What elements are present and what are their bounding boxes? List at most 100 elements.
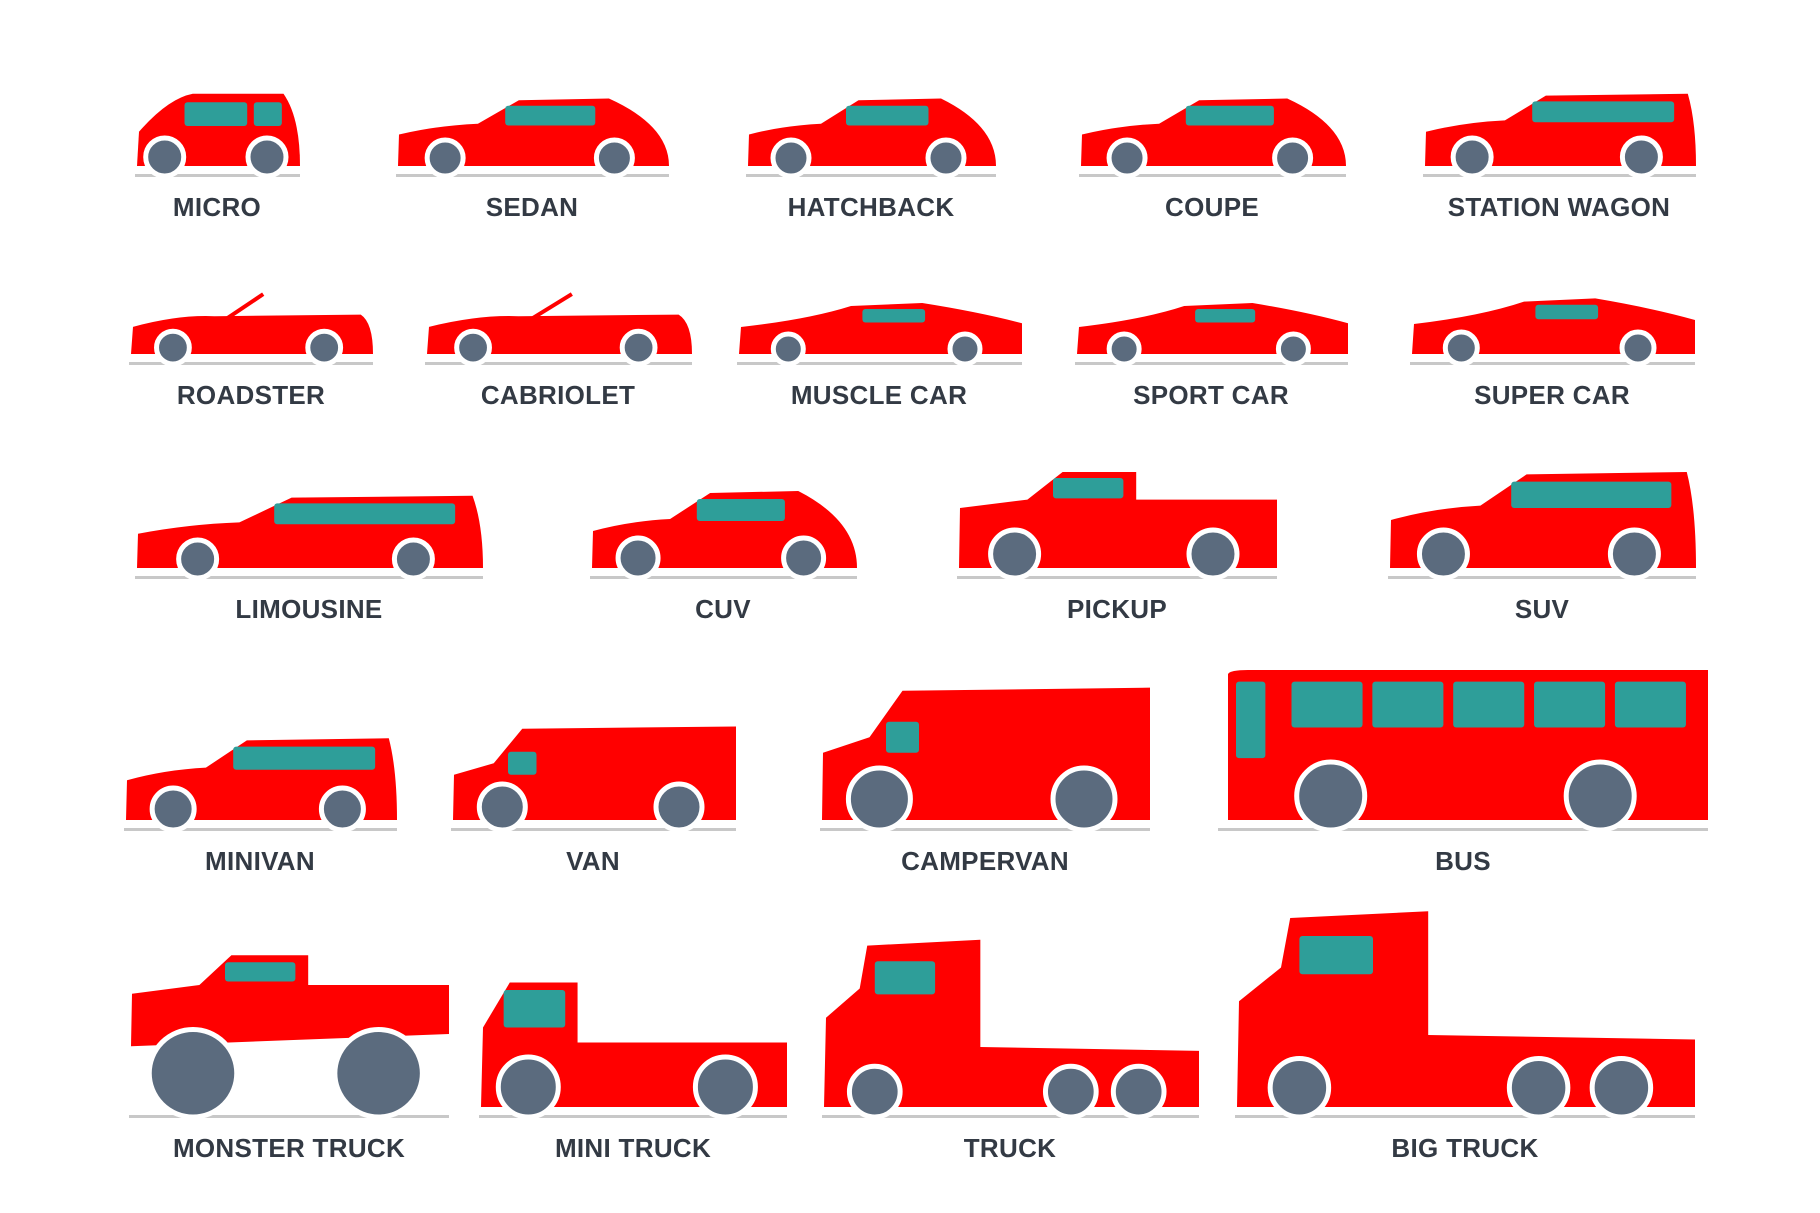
vehicle-label: MONSTER TRUCK [172, 1133, 406, 1163]
ground-shadow [821, 1115, 1199, 1118]
wheel [176, 537, 220, 581]
vehicle-label: VAN [566, 846, 620, 876]
wheel [146, 1027, 240, 1120]
window [1453, 681, 1525, 728]
ground-shadow [746, 174, 996, 177]
ground-shadow [424, 362, 692, 365]
wheel [1271, 137, 1313, 179]
vehicle-body [131, 955, 449, 1047]
wheel [424, 137, 466, 179]
window [507, 751, 536, 775]
ground-shadow [1409, 362, 1695, 365]
wheel [1506, 1056, 1571, 1120]
ground-shadow [1235, 1115, 1695, 1118]
wheel [1110, 1063, 1167, 1120]
wheel [318, 785, 366, 833]
vehicle-sport-car [1074, 297, 1348, 372]
wheel [653, 781, 704, 833]
wheel [142, 135, 186, 179]
window [886, 721, 919, 753]
window [503, 990, 566, 1028]
window [1531, 101, 1674, 123]
wheel [1106, 331, 1142, 367]
window [1534, 304, 1598, 320]
ground-shadow [129, 1115, 449, 1118]
vehicle-label: COUPE [1165, 192, 1259, 222]
vehicle-silhouette-icon [1218, 670, 1708, 833]
ground-shadow [736, 362, 1022, 365]
vehicle-label: BIG TRUCK [1391, 1133, 1539, 1163]
vehicle-silhouette-icon [1422, 93, 1696, 179]
vehicle-silhouette-icon [1388, 472, 1696, 581]
vehicle-pickup [957, 466, 1277, 586]
vehicle-silhouette-icon [821, 939, 1199, 1120]
wheel [305, 328, 344, 367]
vehicle-label: HATCHBACK [787, 192, 955, 222]
window [1185, 105, 1274, 126]
vehicle-muscle-car [736, 297, 1022, 372]
vehicle-label: MICRO [172, 192, 262, 222]
ground-shadow [957, 576, 1277, 579]
ground-shadow [395, 174, 669, 177]
wheel [770, 331, 806, 367]
ground-shadow [589, 576, 857, 579]
ground-shadow [450, 828, 736, 831]
wheel [1442, 329, 1480, 367]
ground-shadow [820, 828, 1150, 831]
vehicle-silhouette-icon [736, 303, 1022, 367]
vehicle-label: SUPER CAR [1474, 380, 1630, 410]
wheel [495, 1054, 561, 1120]
wheel [1275, 331, 1311, 367]
vehicle-cabriolet [424, 290, 692, 372]
ground-shadow [479, 1115, 787, 1118]
ground-shadow [1078, 174, 1346, 177]
wheel [925, 137, 967, 179]
wheel [846, 1063, 903, 1120]
window [1236, 681, 1266, 759]
vehicle-label: SEDAN [485, 192, 579, 222]
ground-shadow [129, 362, 373, 365]
wheel [692, 1054, 758, 1120]
vehicle-micro [134, 89, 300, 184]
window [846, 105, 929, 126]
wheel [1050, 765, 1118, 833]
vehicle-limousine [135, 491, 483, 586]
window [1053, 478, 1124, 499]
vehicle-coupe [1078, 94, 1346, 184]
vehicle-label: BUS [1435, 846, 1491, 876]
vehicle-silhouette-icon [1235, 911, 1695, 1120]
window [1511, 481, 1672, 508]
vehicle-silhouette-icon [820, 687, 1150, 833]
vehicle-cuv [589, 486, 857, 586]
windshield [530, 292, 573, 321]
ground-shadow [1074, 362, 1348, 365]
ground-shadow [123, 828, 397, 831]
vehicle-label: CAMPERVAN [901, 846, 1069, 876]
vehicle-super-car [1409, 292, 1695, 372]
wheel [1416, 527, 1470, 581]
wheel [1619, 135, 1663, 179]
window [225, 962, 296, 982]
vehicle-label: MINIVAN [205, 846, 315, 876]
vehicle-silhouette-icon [123, 738, 397, 833]
window [1372, 681, 1444, 728]
vehicle-van [450, 723, 736, 838]
ground-shadow [135, 576, 483, 579]
vehicle-silhouette-icon [129, 292, 373, 367]
windshield [225, 292, 265, 321]
wheel [988, 527, 1042, 581]
window [1299, 936, 1373, 975]
vehicle-hatchback [746, 94, 996, 184]
wheel [154, 328, 192, 367]
vehicle-silhouette-icon [479, 982, 787, 1120]
window [274, 503, 456, 525]
wheel [332, 1027, 425, 1120]
wheel [453, 328, 492, 367]
wheel [149, 785, 197, 833]
wheel [615, 535, 661, 581]
vehicle-label: MUSCLE CAR [790, 380, 968, 410]
wheel [1563, 759, 1637, 833]
vehicle-label: CUV [695, 594, 751, 624]
wheel [1294, 759, 1368, 833]
window [861, 309, 925, 323]
